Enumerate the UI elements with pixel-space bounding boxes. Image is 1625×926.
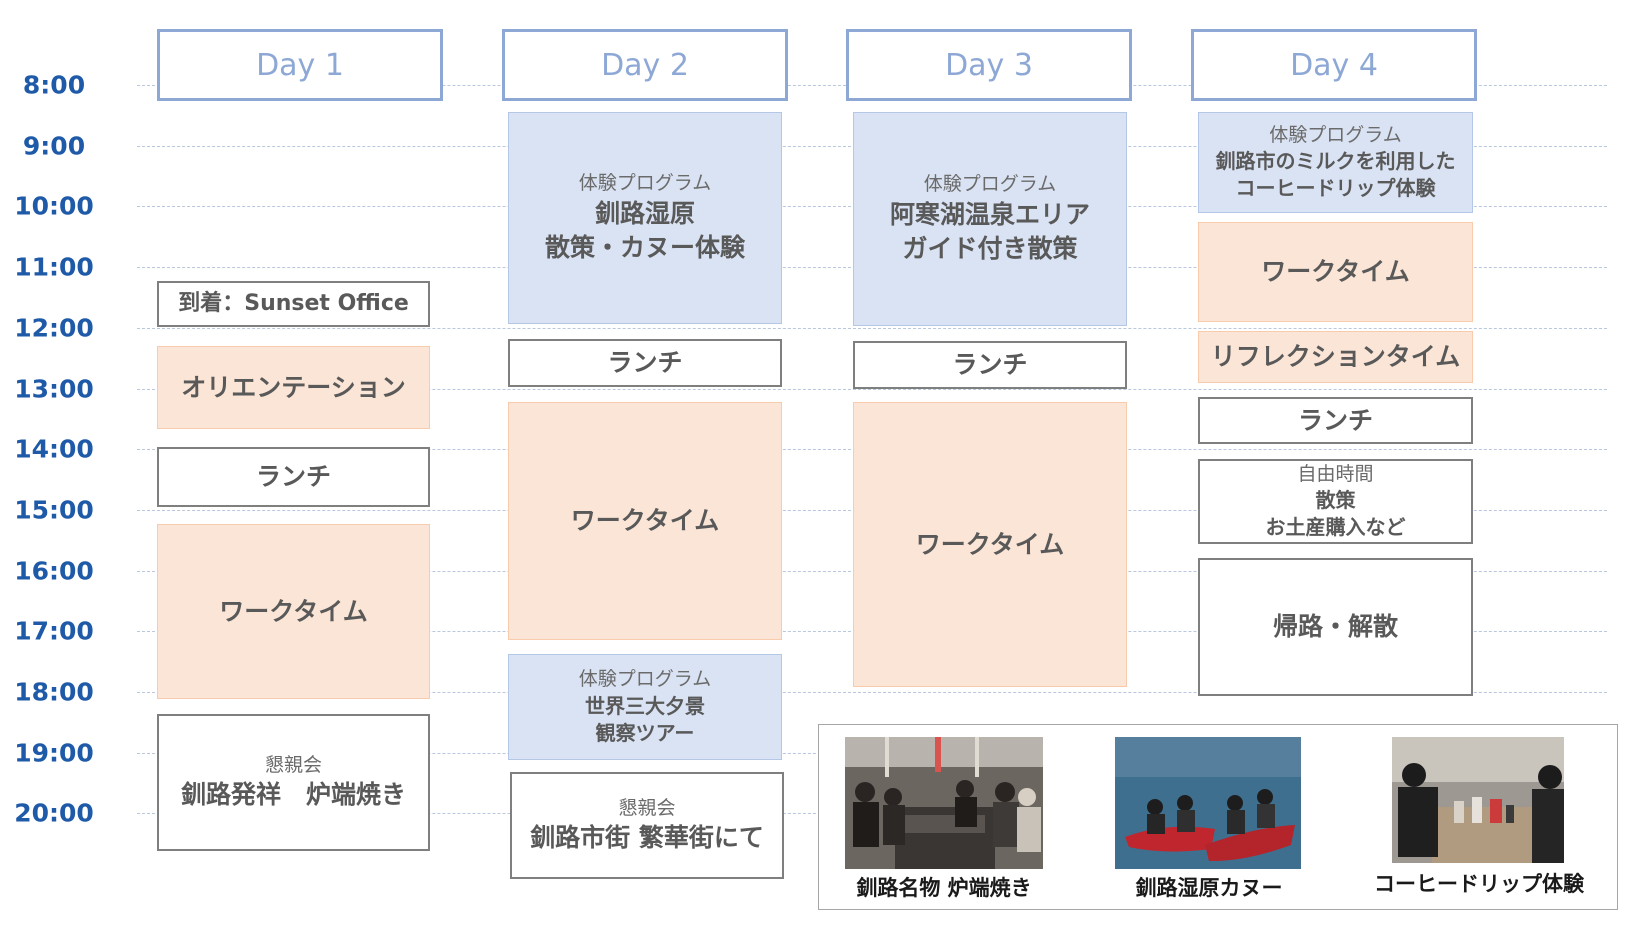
- coffee-drip-photo-icon: [1392, 737, 1564, 863]
- block-sublabel: 体験プログラム: [1269, 123, 1402, 146]
- day-header-1: Day 1: [157, 29, 443, 101]
- block-label: お土産購入など: [1265, 515, 1406, 540]
- day4-return-block: 帰路・解散: [1198, 558, 1473, 696]
- photo-caption: 釧路名物 炉端焼き: [856, 876, 1032, 900]
- time-label: 9:00: [22, 131, 86, 161]
- time-label: 16:00: [14, 556, 94, 586]
- block-label: ランチ: [255, 462, 331, 492]
- block-label: 観察ツアー: [595, 720, 695, 745]
- block-label: 釧路市のミルクを利用した: [1215, 149, 1456, 174]
- block-label: ワークタイム: [219, 596, 368, 626]
- block-label: 釧路市街 繁華街にて: [530, 823, 764, 853]
- day1-lunch-block: ランチ: [157, 447, 430, 507]
- time-label: 19:00: [14, 738, 94, 768]
- day2-tour-block: 体験プログラム 世界三大夕景 観察ツアー: [508, 654, 782, 760]
- time-label: 10:00: [14, 191, 94, 221]
- day1-party-block: 懇親会 釧路発祥 炉端焼き: [157, 714, 430, 851]
- photo-caption: 釧路湿原カヌー: [1135, 876, 1283, 900]
- robatayaki-photo: [845, 737, 1043, 869]
- photo-panel: 釧路名物 炉端焼き 釧路湿原カヌー: [818, 724, 1618, 910]
- day-header-label: Day 2: [601, 47, 689, 83]
- block-label: コーヒードリップ体験: [1235, 176, 1436, 201]
- time-label: 20:00: [14, 798, 94, 828]
- block-label: ランチ: [952, 350, 1028, 380]
- block-label: 阿寒湖温泉エリア: [889, 200, 1090, 230]
- day3-experience-block: 体験プログラム 阿寒湖温泉エリア ガイド付き散策: [853, 112, 1127, 326]
- time-label: 12:00: [14, 313, 94, 343]
- canoe-photo: [1115, 737, 1301, 869]
- block-label: リフレクションタイム: [1210, 342, 1461, 372]
- block-sublabel: 懇親会: [264, 753, 322, 776]
- time-gridline: [137, 389, 1607, 390]
- time-label: 15:00: [14, 495, 94, 525]
- day4-experience-block: 体験プログラム 釧路市のミルクを利用した コーヒードリップ体験: [1198, 112, 1473, 213]
- block-label: 釧路発祥 炉端焼き: [180, 780, 406, 810]
- photo-caption: コーヒードリップ体験: [1374, 872, 1584, 896]
- time-label: 17:00: [14, 616, 94, 646]
- time-label: 14:00: [14, 434, 94, 464]
- block-sublabel: 自由時間: [1297, 462, 1374, 485]
- block-sublabel: 体験プログラム: [578, 668, 712, 691]
- block-label: 散策・カヌー体験: [544, 232, 745, 262]
- day4-free-time-block: 自由時間 散策 お土産購入など: [1198, 459, 1473, 544]
- day2-worktime-block: ワークタイム: [508, 402, 782, 640]
- block-label: 散策: [1315, 488, 1356, 513]
- day-header-3: Day 3: [846, 29, 1132, 101]
- day4-worktime-block: ワークタイム: [1198, 222, 1473, 322]
- time-label: 11:00: [14, 252, 94, 282]
- block-label: 釧路湿原: [594, 199, 695, 229]
- canoe-photo-icon: [1115, 737, 1301, 869]
- day-header-2: Day 2: [502, 29, 788, 101]
- block-label: オリエンテーション: [181, 372, 406, 402]
- day3-lunch-block: ランチ: [853, 341, 1127, 389]
- time-label: 18:00: [14, 677, 94, 707]
- block-label: ランチ: [607, 348, 683, 378]
- block-sublabel: 体験プログラム: [923, 173, 1057, 196]
- robatayaki-photo-icon: [845, 737, 1043, 869]
- day1-arrival-block: 到着：Sunset Office: [157, 281, 430, 327]
- day2-experience-block: 体験プログラム 釧路湿原 散策・カヌー体験: [508, 112, 782, 324]
- block-label: ワークタイム: [1261, 257, 1410, 287]
- day-header-4: Day 4: [1191, 29, 1477, 101]
- day1-worktime-block: ワークタイム: [157, 524, 430, 699]
- coffee-drip-photo: [1392, 737, 1564, 863]
- time-label: 8:00: [22, 70, 86, 100]
- day-header-label: Day 4: [1290, 47, 1378, 83]
- day2-party-block: 懇親会 釧路市街 繁華街にて: [510, 772, 784, 879]
- day4-reflection-block: リフレクションタイム: [1198, 331, 1473, 383]
- block-label: ワークタイム: [915, 529, 1065, 559]
- block-label: ガイド付き散策: [902, 233, 1078, 263]
- day3-worktime-block: ワークタイム: [853, 402, 1127, 687]
- day1-orientation-block: オリエンテーション: [157, 346, 430, 429]
- block-label: ランチ: [1297, 405, 1373, 435]
- day2-lunch-block: ランチ: [508, 339, 782, 387]
- time-label: 13:00: [14, 374, 94, 404]
- day4-lunch-block: ランチ: [1198, 397, 1473, 444]
- block-sublabel: 体験プログラム: [578, 172, 712, 195]
- time-gridline: [137, 328, 1607, 329]
- day-header-label: Day 3: [945, 47, 1033, 83]
- block-label: 世界三大夕景: [585, 693, 705, 718]
- block-sublabel: 懇親会: [618, 796, 676, 819]
- block-label: ワークタイム: [570, 506, 720, 536]
- time-gridline: [137, 692, 1607, 693]
- block-label: 帰路・解散: [1272, 612, 1398, 642]
- day-header-label: Day 1: [256, 47, 344, 83]
- block-label: 到着：Sunset Office: [178, 291, 409, 317]
